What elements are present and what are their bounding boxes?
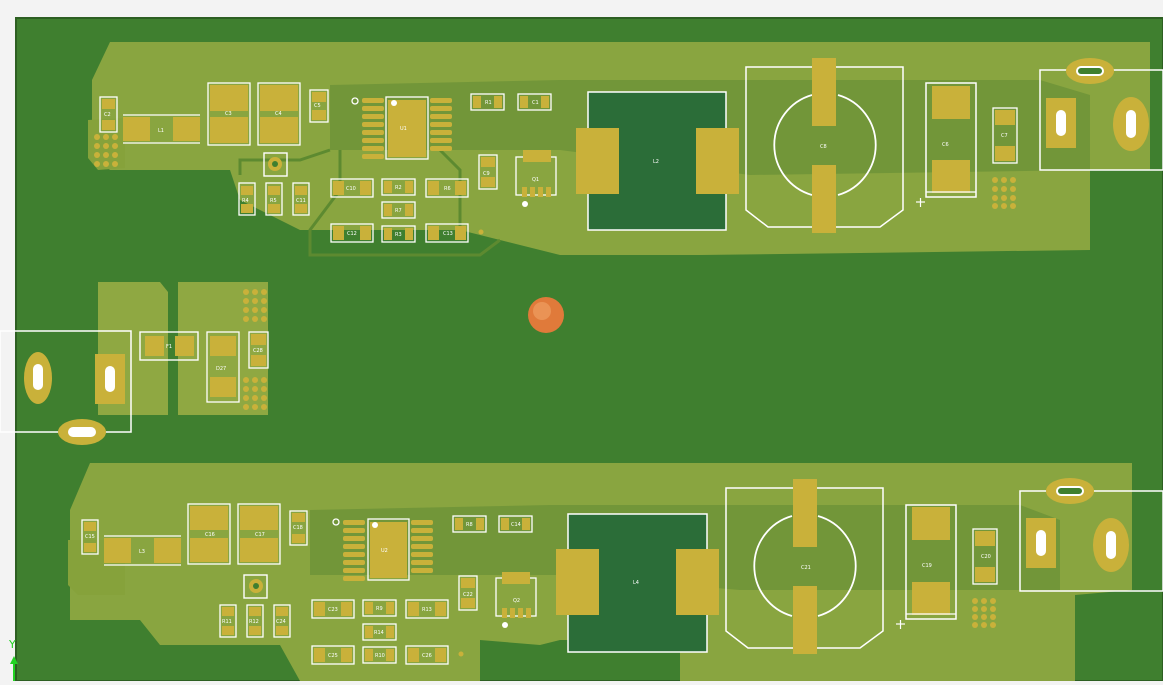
designator-C13: C13 bbox=[443, 231, 453, 237]
axis-y-label: Y bbox=[8, 638, 16, 651]
designator-C7: C7 bbox=[1001, 133, 1008, 139]
designator-Q2: Q2 bbox=[513, 598, 520, 604]
designator-C16: C16 bbox=[205, 532, 215, 538]
designator-L3: L3 bbox=[139, 549, 145, 555]
designator-C6: C6 bbox=[942, 142, 949, 148]
designator-C4: C4 bbox=[275, 111, 282, 117]
designator-C15: C15 bbox=[85, 534, 95, 540]
designator-R2: R2 bbox=[395, 185, 402, 191]
designator-C1: C1 bbox=[532, 100, 539, 106]
designator-C14: C14 bbox=[511, 522, 521, 528]
designator-C9: C9 bbox=[483, 171, 490, 177]
designator-R4: R4 bbox=[242, 198, 249, 204]
designator-C24: C24 bbox=[276, 619, 286, 625]
designator-C18: C18 bbox=[293, 525, 303, 531]
designator-C12: C12 bbox=[347, 231, 357, 237]
designator-C23: C23 bbox=[328, 607, 338, 613]
designator-C11: C11 bbox=[296, 198, 306, 204]
designator-L2: L2 bbox=[653, 159, 659, 165]
middle-circuit: F1 C28 D27 bbox=[0, 282, 564, 445]
designator-R13: R13 bbox=[422, 607, 432, 613]
top-circuit: C2 L1 C3 C4 C5 bbox=[88, 42, 1163, 257]
via-array-bottom-right bbox=[972, 598, 996, 628]
trace-top-3 bbox=[438, 148, 462, 230]
designator-R7: R7 bbox=[395, 208, 402, 214]
via-array-mid-top bbox=[243, 289, 267, 322]
designator-Q1: Q1 bbox=[532, 177, 539, 183]
designator-C19: C19 bbox=[922, 563, 932, 569]
designator-C3: C3 bbox=[225, 111, 232, 117]
via-array-top-right bbox=[992, 177, 1016, 209]
bottom-circuit: C15 L3 C16 C17 C18 U2 bbox=[68, 463, 1163, 681]
designator-U2: U2 bbox=[381, 548, 388, 554]
designator-C10: C10 bbox=[346, 186, 356, 192]
designator-R3: R3 bbox=[395, 232, 402, 238]
designator-R8: R8 bbox=[466, 522, 473, 528]
designator-C17: C17 bbox=[255, 532, 265, 538]
designator-C22: C22 bbox=[463, 592, 473, 598]
designator-C2: C2 bbox=[104, 112, 111, 118]
designator-R5: R5 bbox=[270, 198, 277, 204]
designator-R12: R12 bbox=[249, 619, 259, 625]
designator-F1: F1 bbox=[166, 344, 172, 350]
via-array-mid-bottom bbox=[243, 377, 267, 410]
designator-C25: C25 bbox=[328, 653, 338, 659]
designator-C26: C26 bbox=[422, 653, 432, 659]
designator-C20: C20 bbox=[981, 554, 991, 560]
designator-D27: D27 bbox=[216, 366, 226, 372]
designator-R10: R10 bbox=[375, 653, 385, 659]
via-array-top-left bbox=[94, 134, 118, 167]
designator-R9: R9 bbox=[376, 606, 383, 612]
designator-R14: R14 bbox=[374, 630, 384, 636]
designator-L1: L1 bbox=[158, 128, 164, 134]
designator-C8: C8 bbox=[820, 144, 827, 150]
designator-C5: C5 bbox=[314, 103, 321, 109]
designator-C21: C21 bbox=[801, 565, 811, 571]
designator-R1: R1 bbox=[485, 100, 492, 106]
designator-R6: R6 bbox=[444, 186, 451, 192]
designator-C28: C28 bbox=[253, 348, 263, 354]
axis-indicator: Y bbox=[8, 638, 18, 681]
designator-L4: L4 bbox=[633, 580, 639, 586]
designator-U1: U1 bbox=[400, 126, 407, 132]
designator-R11: R11 bbox=[222, 619, 232, 625]
